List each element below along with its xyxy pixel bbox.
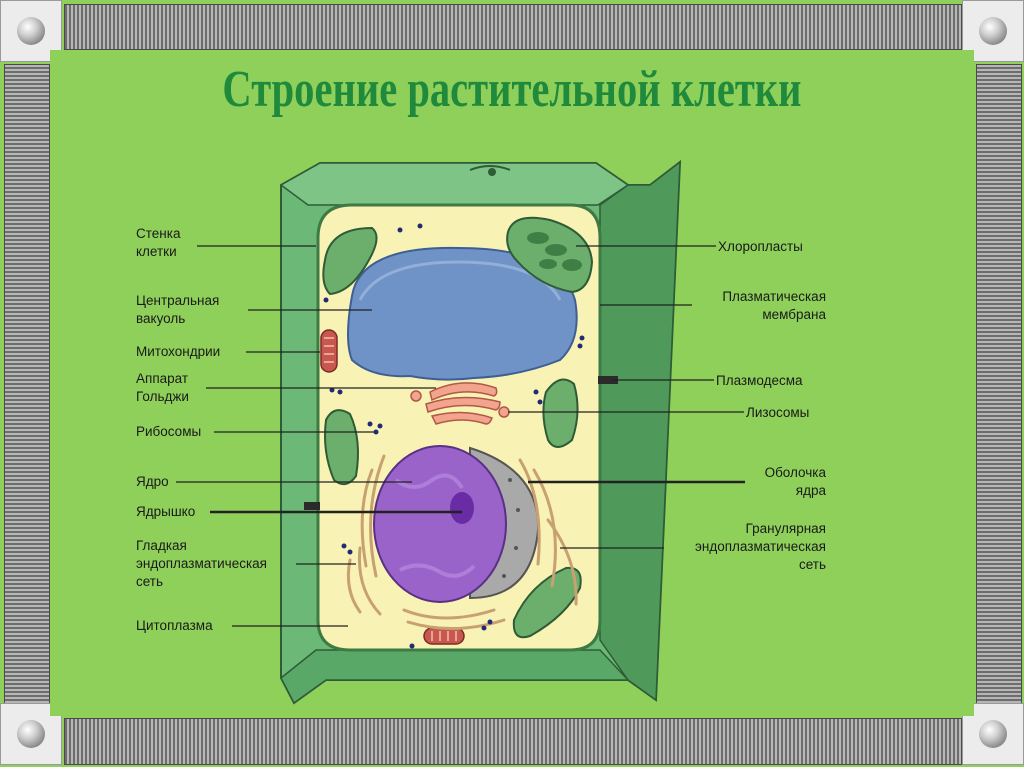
label-line: клетки xyxy=(136,244,177,259)
leader-lines xyxy=(176,245,745,627)
label-line: сеть xyxy=(136,574,164,589)
label-smooth-er: Гладкая эндоплазматическая сеть xyxy=(136,537,267,591)
label-nucleolus: Ядрышко xyxy=(136,503,195,521)
label-line: Оболочка xyxy=(764,465,826,480)
nucleus xyxy=(373,445,540,603)
label-line: Плазмодесма xyxy=(716,373,803,388)
label-ribosomes: Рибосомы xyxy=(136,423,201,441)
top-frame-bar xyxy=(64,4,962,50)
label-nucleus: Ядро xyxy=(136,473,169,491)
label-line: мембрана xyxy=(762,307,826,322)
label-nuclear-envelope: Оболочка ядра xyxy=(746,464,826,500)
label-cell-wall: Стенка клетки xyxy=(136,225,180,261)
label-line: эндоплазматическая xyxy=(695,539,826,554)
label-central-vacuole: Центральная вакуоль xyxy=(136,292,219,328)
knob-icon xyxy=(17,720,45,748)
golgi-apparatus xyxy=(410,382,510,425)
page-title: Строение растительной клетки xyxy=(222,61,802,118)
label-line: Гладкая xyxy=(136,538,187,553)
knob-icon xyxy=(979,720,1007,748)
corner-knob-bottom-left xyxy=(0,703,62,765)
label-lysosomes: Лизосомы xyxy=(746,404,809,422)
mitochondria xyxy=(320,329,465,645)
label-rough-er: Гранулярная эндоплазматическая сеть xyxy=(666,520,826,574)
label-line: Митохондрии xyxy=(136,344,221,359)
label-line: Плазматическая xyxy=(722,289,826,304)
label-line: эндоплазматическая xyxy=(136,556,267,571)
plasmodesmata xyxy=(304,376,618,510)
label-line: ядра xyxy=(795,483,826,498)
corner-knob-top-right xyxy=(962,0,1024,62)
label-line: сеть xyxy=(798,557,826,572)
label-line: Рибосомы xyxy=(136,424,202,439)
label-line: Хлоропласты xyxy=(718,239,803,254)
knob-icon xyxy=(17,17,45,45)
right-frame-bar xyxy=(976,64,1022,706)
label-line: Цитоплазма xyxy=(136,618,213,633)
label-line: Ядрышко xyxy=(136,504,196,519)
label-line: Гранулярная xyxy=(745,521,826,536)
label-golgi: Аппарат Гольджи xyxy=(136,370,189,406)
bottom-frame-bar xyxy=(64,718,962,765)
label-mitochondria: Митохондрии xyxy=(136,343,220,361)
label-cytoplasm: Цитоплазма xyxy=(136,617,213,635)
central-vacuole xyxy=(347,246,578,381)
label-line: Лизосомы xyxy=(746,405,810,420)
label-line: Ядро xyxy=(136,474,169,489)
label-chloroplasts: Хлоропласты xyxy=(718,238,803,256)
label-line: Центральная xyxy=(136,293,220,308)
label-plasmodesma: Плазмодесма xyxy=(716,372,803,390)
label-line: вакуоль xyxy=(136,311,186,326)
knob-icon xyxy=(979,17,1007,45)
label-line: Стенка xyxy=(136,226,181,241)
chloroplasts xyxy=(322,216,594,639)
nucleolus xyxy=(450,492,474,524)
label-line: Аппарат xyxy=(136,371,189,386)
label-plasma-membrane: Плазматическая мембрана xyxy=(694,288,826,324)
ribosomes xyxy=(323,223,585,649)
label-line: Гольджи xyxy=(136,389,189,404)
